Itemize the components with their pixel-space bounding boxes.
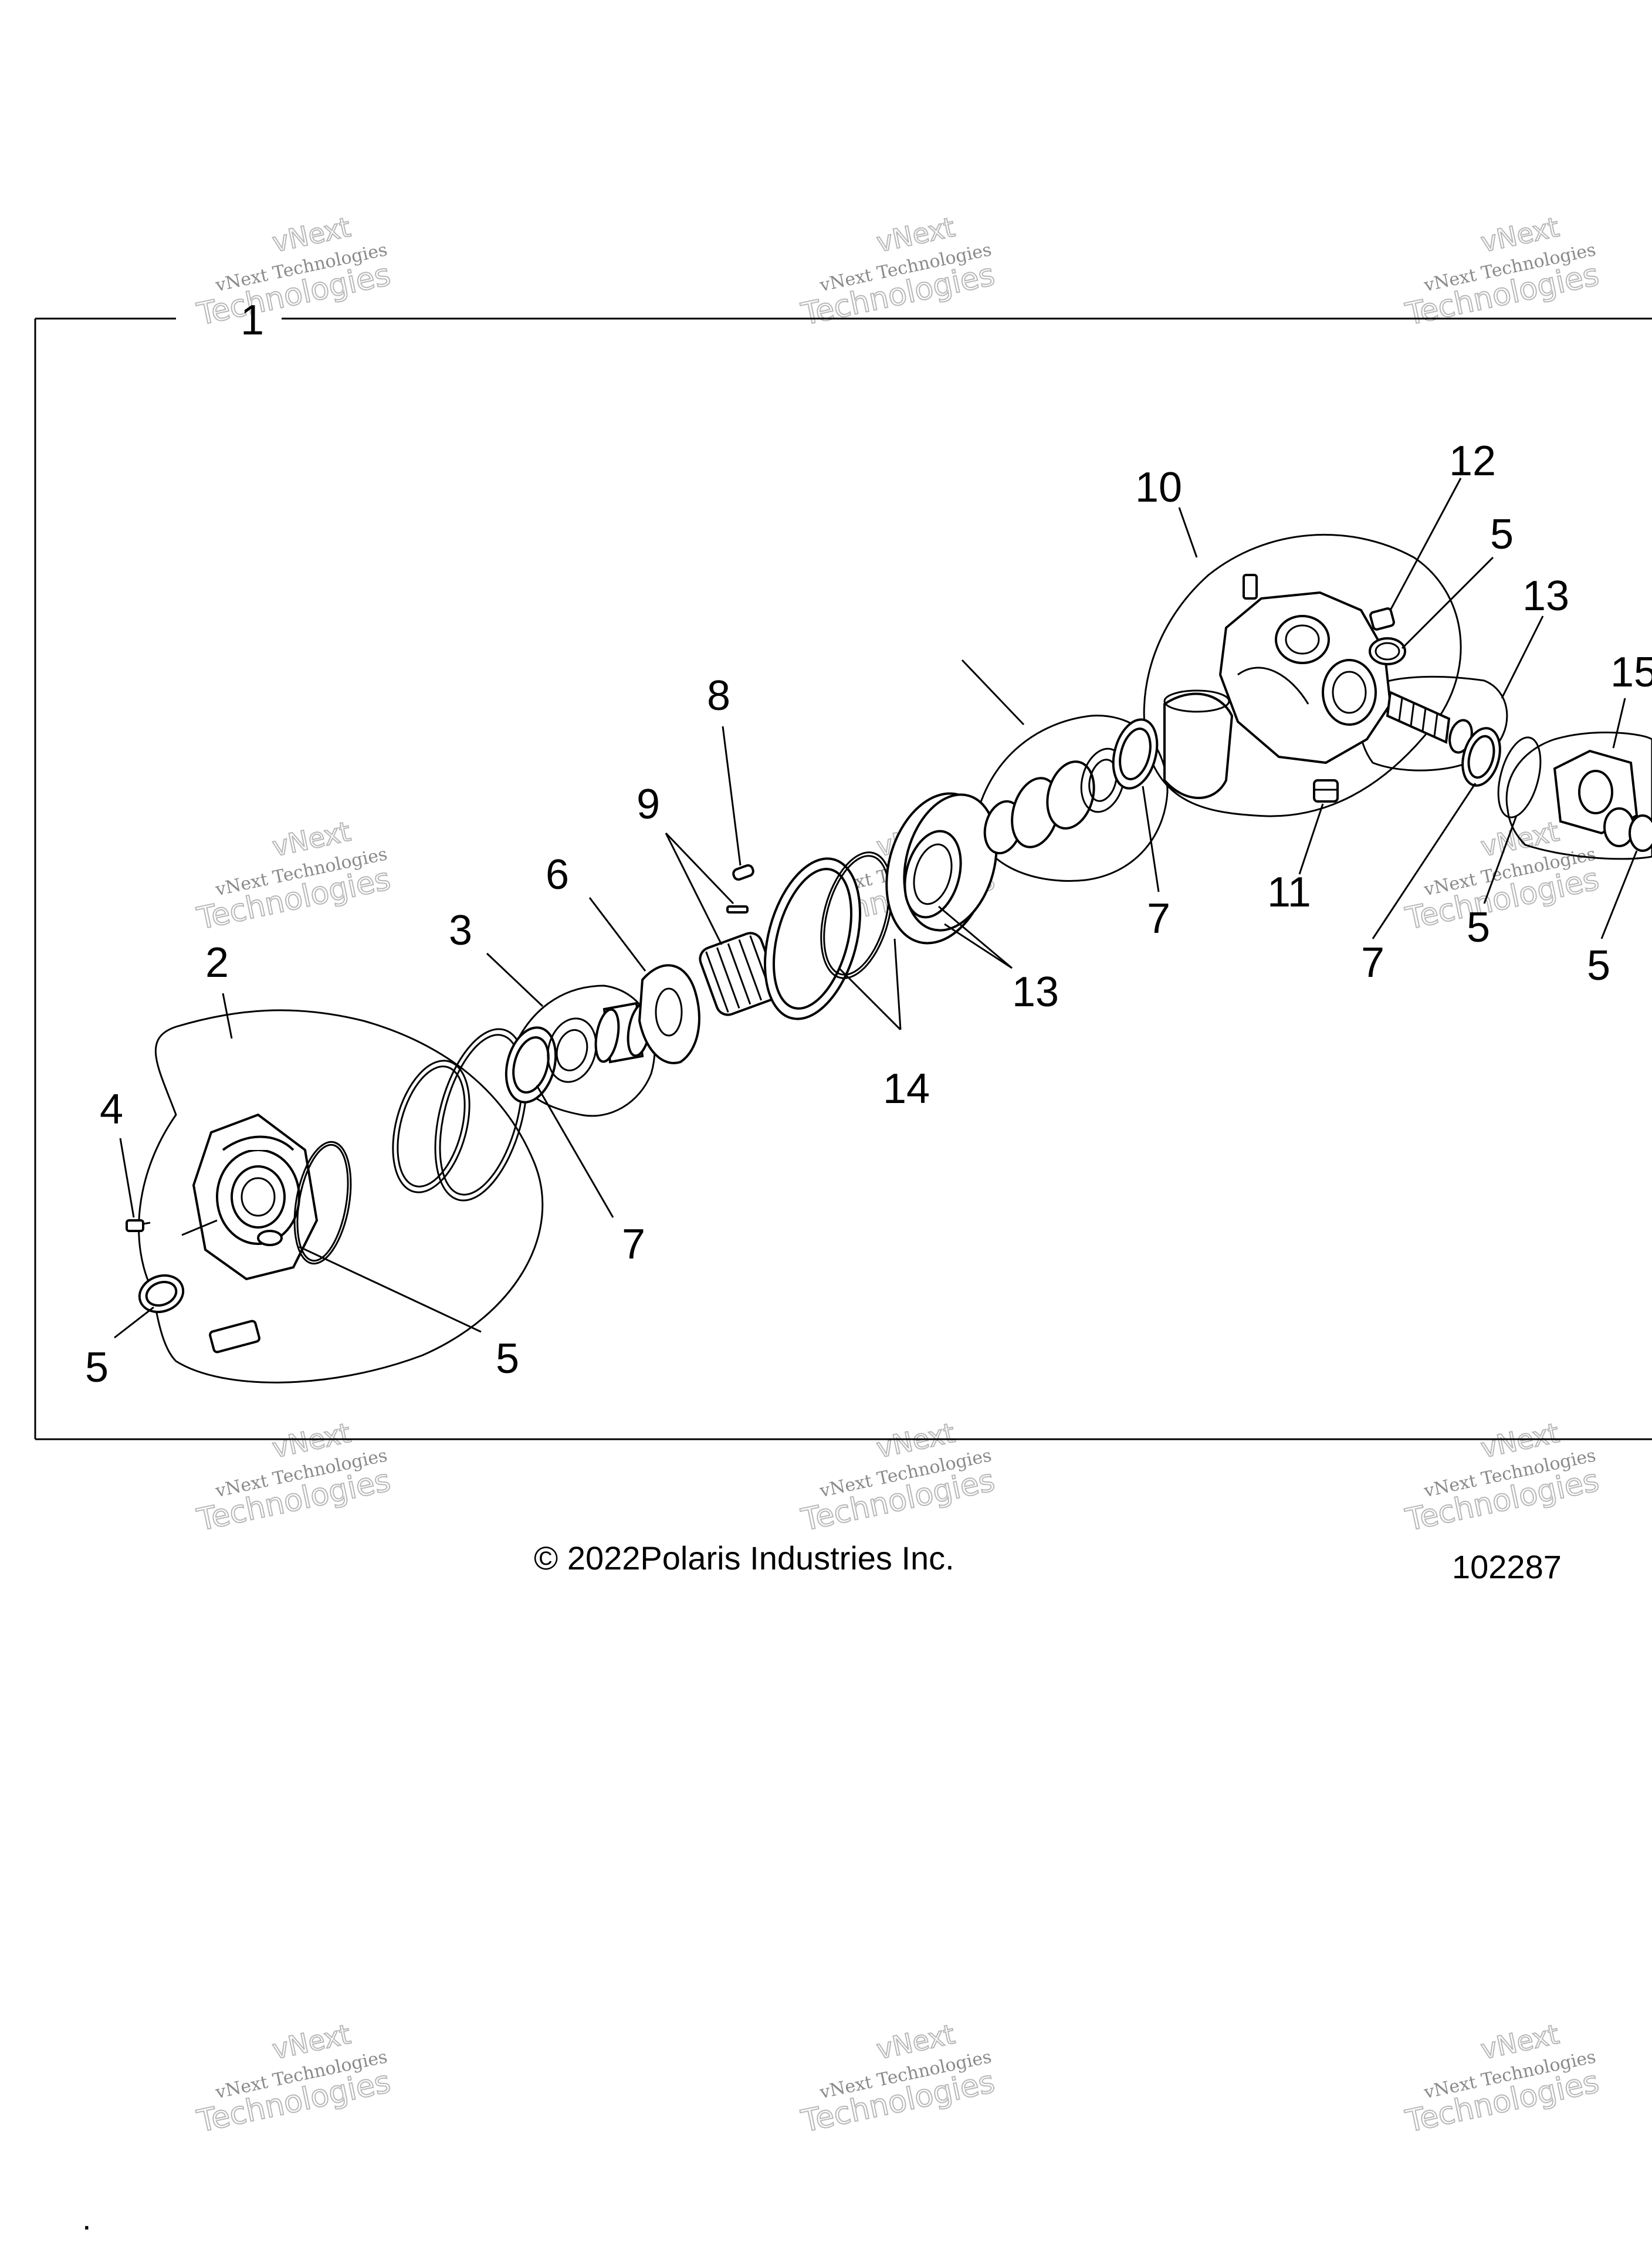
callout-5-top: 5 [1490, 511, 1514, 558]
group-outline-15 [1505, 731, 1652, 860]
footnote-mark: . [82, 2200, 92, 2237]
group-outline-3-left [509, 985, 656, 1117]
group-outline-10 [1143, 534, 1462, 817]
part-5-seal-left [138, 1274, 185, 1314]
part-15-right-cover [1553, 749, 1652, 852]
part-12-fill-plug [1369, 607, 1395, 631]
part-7-seal-center [1112, 718, 1159, 790]
callout-8: 8 [707, 672, 730, 719]
callout-2: 2 [205, 939, 229, 986]
part-3-bearing-right [983, 747, 1126, 855]
callout-7-left: 7 [622, 1221, 645, 1268]
group-outline-2 [138, 1009, 544, 1383]
callout-5-lower-center: 5 [1467, 904, 1490, 951]
callout-labels: 1 2 3 4 5 5 5 5 5 6 7 7 7 8 9 10 11 12 1… [85, 297, 1652, 1391]
callout-11: 11 [1267, 869, 1311, 916]
part-7-seal-right [1461, 727, 1501, 787]
part-7-seal-left [505, 1026, 557, 1104]
callout-7-center: 7 [1147, 895, 1170, 942]
callout-6: 6 [546, 851, 569, 898]
part-14-plates [763, 851, 893, 1020]
callout-5-left: 5 [85, 1344, 109, 1391]
callout-13-shaft: 13 [1522, 573, 1569, 620]
part-2-cover [192, 1113, 352, 1354]
callout-15: 15 [1610, 649, 1652, 696]
part-3-bearing-left [547, 1002, 652, 1083]
callout-5-cover: 5 [496, 1335, 519, 1382]
diagram-frame [34, 317, 1652, 1440]
callout-13-gear: 13 [1012, 969, 1059, 1016]
part-13-gear-hub [885, 792, 998, 945]
assembly-group-outlines [138, 534, 1652, 1383]
callout-9: 9 [637, 781, 660, 828]
callout-10: 10 [1135, 464, 1182, 511]
part-5-oring-top [1369, 637, 1406, 665]
copyright-text: © 2022Polaris Industries Inc. [534, 1540, 954, 1577]
part-10-housing [1218, 574, 1392, 764]
callout-7-right: 7 [1361, 939, 1384, 986]
part-snap-rings-left [392, 1028, 528, 1202]
part-8-pin [732, 864, 754, 881]
callout-12: 12 [1449, 438, 1496, 485]
leader-lines [114, 478, 1638, 1339]
callout-4: 4 [100, 1086, 123, 1133]
callout-3-left: 3 [449, 907, 472, 954]
callout-1: 1 [241, 297, 264, 344]
callout-14: 14 [883, 1065, 930, 1112]
part-4-bolt [126, 1219, 151, 1232]
part-6-plate [638, 964, 700, 1064]
callout-5-lower-right: 5 [1587, 942, 1610, 989]
group-outline-3-right [976, 715, 1169, 882]
figure-number: 102287 [1452, 1548, 1562, 1585]
part-5-oring-right [1497, 736, 1542, 818]
part-11-drain-plug [1313, 779, 1339, 803]
part-sleeve [1163, 689, 1234, 799]
parts [126, 574, 1652, 1354]
part-13-shaft [1386, 691, 1473, 754]
